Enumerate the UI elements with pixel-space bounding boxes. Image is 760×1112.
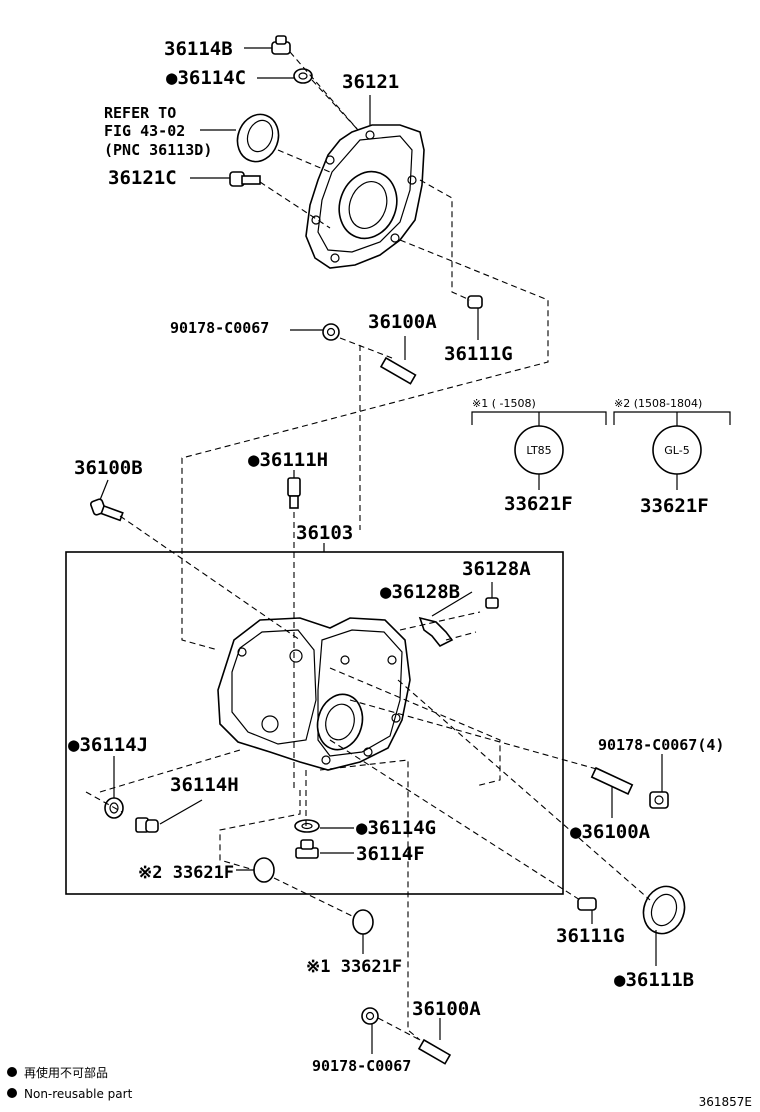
legend-dot-1 bbox=[7, 1067, 17, 1077]
legend-line-1: 再使用不可部品 bbox=[24, 1065, 108, 1080]
oring-33621F-note2[interactable] bbox=[253, 857, 275, 883]
plug-36114B[interactable] bbox=[271, 35, 291, 55]
bolt-36128A[interactable] bbox=[485, 597, 499, 609]
refer-line-3: (PNC 36113D) bbox=[104, 141, 212, 159]
legend-dot-2 bbox=[7, 1088, 17, 1098]
plug-36114F[interactable] bbox=[295, 839, 319, 859]
legend-line-2: Non-reusable part bbox=[24, 1087, 133, 1101]
label-90178-4: 90178-C0067(4) bbox=[598, 736, 724, 754]
variant-1-header: ※1 ( -1508) bbox=[472, 397, 536, 410]
pin-36111G-top[interactable] bbox=[467, 295, 483, 309]
label-36111G-bot: 36111G bbox=[556, 925, 625, 947]
nut-90178-4[interactable] bbox=[649, 791, 669, 809]
label-36121: 36121 bbox=[342, 71, 399, 93]
label-33621F-note2: ※2 33621F bbox=[138, 863, 234, 883]
bolt-36121C[interactable] bbox=[229, 171, 261, 187]
label-36114J: ●36114J bbox=[68, 734, 148, 756]
label-90178-bot: 90178-C0067 bbox=[312, 1057, 411, 1075]
label-36114H: 36114H bbox=[170, 774, 239, 796]
label-36103: 36103 bbox=[296, 522, 353, 544]
variant-2-header: ※2 (1508-1804) bbox=[614, 397, 702, 410]
gasket-36114C-top[interactable] bbox=[293, 68, 313, 84]
variant-2-part: 33621F bbox=[640, 495, 709, 517]
label-36111B: ●36111B bbox=[614, 969, 694, 991]
stud-36100A-top[interactable] bbox=[379, 356, 417, 385]
label-36114B: 36114B bbox=[164, 38, 233, 60]
sensor-36111H[interactable] bbox=[287, 477, 301, 509]
main-assembly-frame bbox=[65, 551, 564, 895]
label-36114F: 36114F bbox=[356, 843, 425, 865]
label-36128B: ●36128B bbox=[380, 581, 460, 603]
label-36128A: 36128A bbox=[462, 558, 531, 580]
label-36114G: ●36114G bbox=[356, 817, 436, 839]
pin-36111G-bot[interactable] bbox=[577, 897, 597, 911]
stud-36100A-mid[interactable] bbox=[590, 766, 634, 796]
label-36114C-top: ●36114C bbox=[166, 67, 246, 89]
diagram-code: 361857E bbox=[699, 1095, 752, 1109]
label-36111G-top: 36111G bbox=[444, 343, 513, 365]
bracket-36128B[interactable] bbox=[418, 616, 454, 648]
refer-line-1: REFER TO bbox=[104, 104, 176, 122]
oring-33621F-note1[interactable] bbox=[352, 909, 374, 935]
differential-housing-36103[interactable] bbox=[217, 617, 411, 771]
label-36100A-bot: 36100A bbox=[412, 998, 481, 1020]
refer-line-2: FIG 43-02 bbox=[104, 122, 185, 140]
oil-seal-36111B[interactable] bbox=[637, 881, 691, 940]
label-36121C: 36121C bbox=[108, 167, 177, 189]
oil-seal-refer[interactable] bbox=[231, 109, 285, 168]
gasket-36114G[interactable] bbox=[294, 819, 320, 833]
label-36100A-mid: ●36100A bbox=[570, 821, 651, 843]
variant-2-bracket bbox=[613, 411, 731, 490]
variant-1-part: 33621F bbox=[504, 493, 573, 515]
nut-90178-bot[interactable] bbox=[361, 1007, 379, 1025]
nut-90178-top[interactable] bbox=[322, 323, 340, 341]
label-36100A-top: 36100A bbox=[368, 311, 437, 333]
label-36100B: 36100B bbox=[74, 457, 143, 479]
extension-housing-36121[interactable] bbox=[305, 124, 425, 269]
variant-1-oil: LT85 bbox=[526, 444, 551, 457]
label-36111H: ●36111H bbox=[248, 449, 328, 471]
label-33621F-note1: ※1 33621F bbox=[306, 957, 402, 977]
plug-36114H[interactable] bbox=[135, 817, 159, 833]
label-90178-top: 90178-C0067 bbox=[170, 319, 269, 337]
bolt-36100B[interactable] bbox=[90, 498, 124, 522]
stud-36100A-bot[interactable] bbox=[417, 1038, 452, 1065]
variant-1-bracket bbox=[471, 411, 607, 490]
variant-2-oil: GL-5 bbox=[664, 444, 689, 457]
